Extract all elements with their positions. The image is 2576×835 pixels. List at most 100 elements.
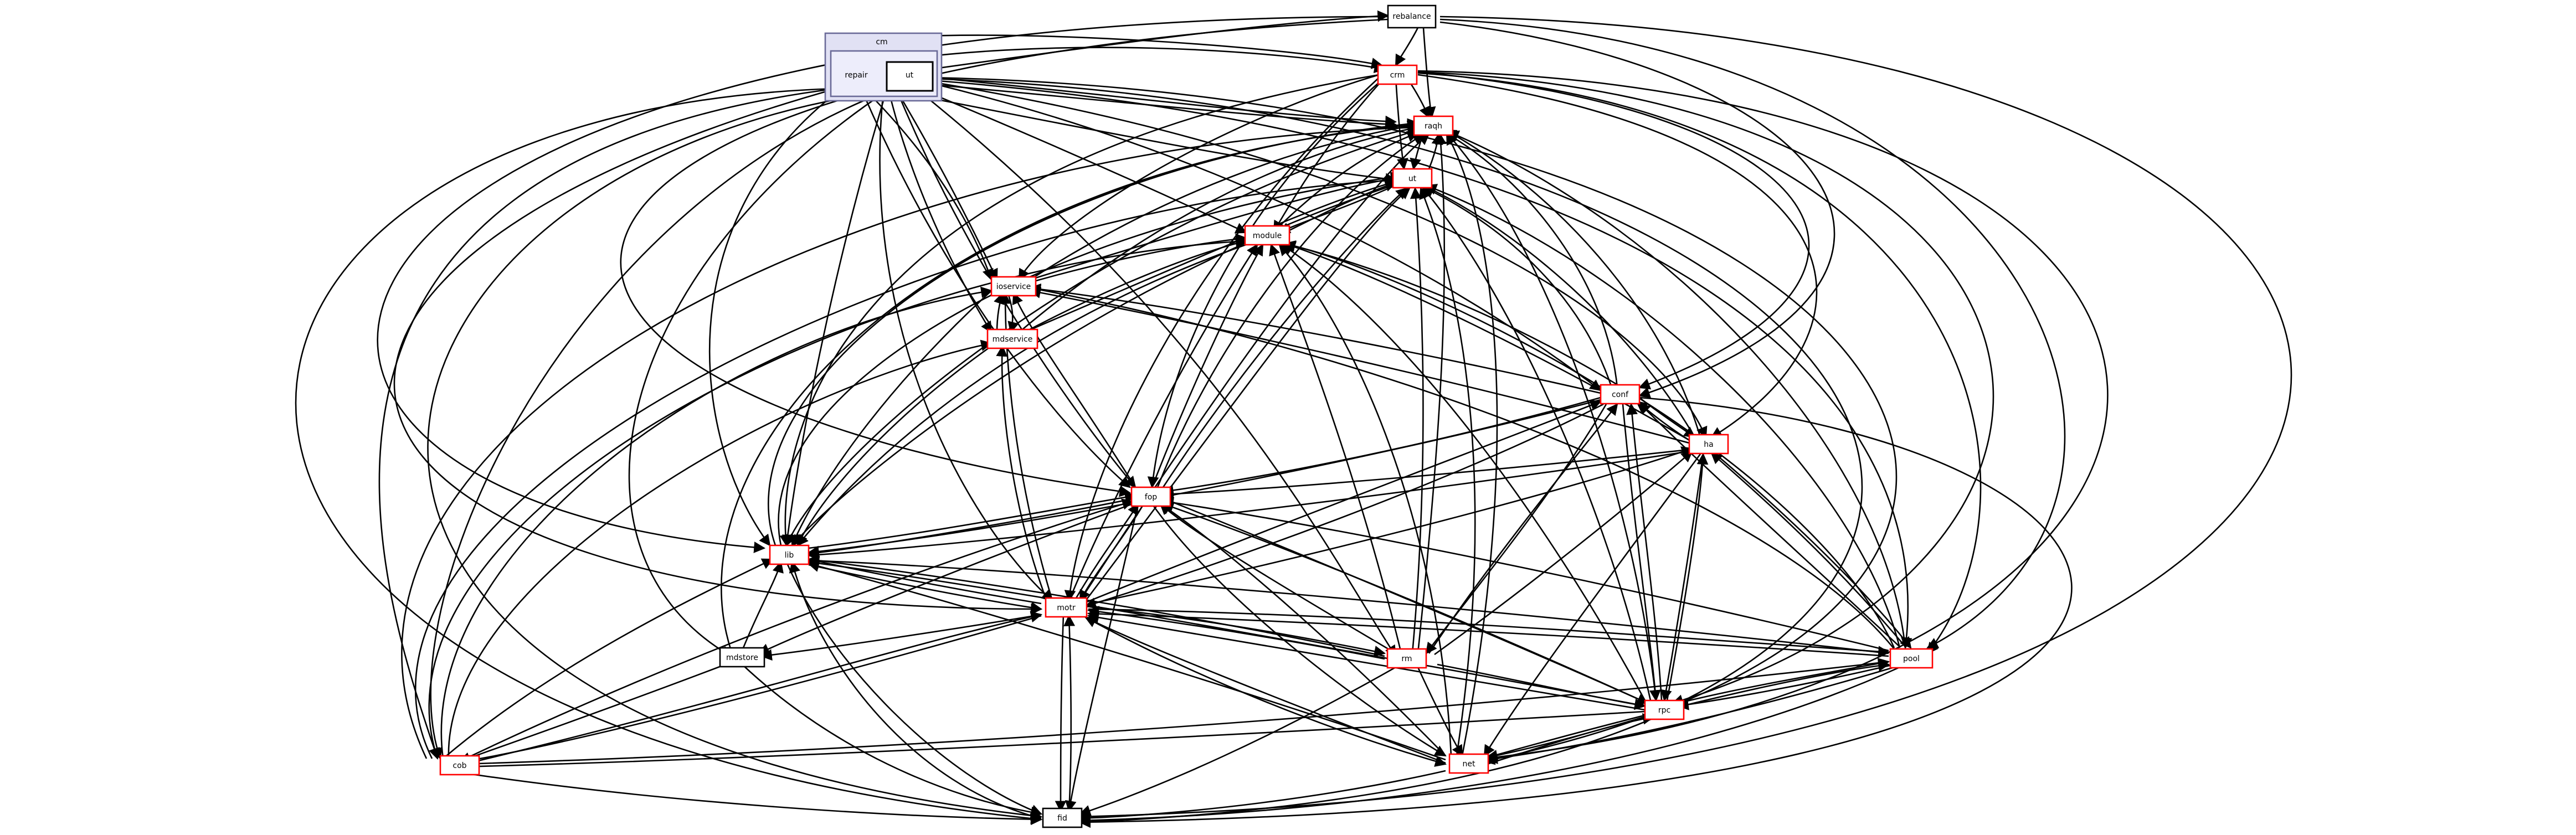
edge-cob-lib (443, 558, 774, 759)
node-lib[interactable] (769, 544, 810, 565)
node-fop-label: fop (1145, 493, 1157, 502)
edge-ha-rpc (1660, 453, 1704, 702)
edge-motr-mdservice (996, 344, 1048, 601)
edge-motr-ut (1084, 187, 1411, 601)
node-ioservice-label: ioservice (996, 282, 1031, 291)
edge-crm-net (1417, 70, 2109, 764)
edge-net-fop (1159, 503, 1446, 756)
edge-net-raqh (1446, 133, 1498, 756)
edge-lib-raqh (768, 118, 1420, 546)
edge-rpc-ha (1666, 452, 1709, 701)
edge-pool-ha (1710, 452, 1906, 647)
edge-conf-ut (1422, 186, 1613, 388)
edge-rm-ha (1434, 450, 1693, 656)
edge-rm-ut (1410, 187, 1424, 654)
node-raqh-label: raqh (1425, 122, 1442, 131)
edge-rpc-raqh (1446, 132, 1657, 701)
node-mdservice-label: mdservice (993, 335, 1033, 344)
edge-conf-rm (1425, 404, 1607, 654)
edge-cob-fop (459, 498, 1134, 762)
edge-mdstore-cob (459, 663, 726, 764)
node-net-label: net (1463, 760, 1475, 769)
edge-fop-mdstore (758, 503, 1133, 654)
edge-pool-module (1283, 240, 1895, 648)
edge-net-rpc (1487, 713, 1655, 765)
node-net[interactable] (1448, 753, 1489, 774)
node-module[interactable] (1244, 225, 1290, 246)
edge-mdstore-fid (742, 664, 1043, 818)
node-fid[interactable] (1042, 807, 1083, 828)
edge-crm-fop (1147, 77, 1385, 489)
edge-rebalance-fid (1078, 16, 2292, 822)
node-rm[interactable] (1386, 648, 1427, 669)
node-conf[interactable] (1600, 384, 1641, 405)
edge-rpc-motr (1087, 611, 1646, 711)
edge-ut-cob (430, 90, 887, 760)
edge-pool-lib (807, 555, 1889, 654)
node-rebalance[interactable] (1387, 4, 1437, 29)
edge-ut-module (919, 87, 1247, 234)
edge-mdservice-module (1019, 238, 1248, 336)
edge-conf-fop (1161, 396, 1601, 496)
edge-rpc-pool (1678, 658, 1890, 704)
edge-crm-conf (1417, 71, 1810, 390)
node-motr[interactable] (1045, 597, 1088, 618)
edge-ioservice-ut (1024, 173, 1403, 282)
node-crm[interactable] (1377, 64, 1418, 85)
node-fop[interactable] (1130, 486, 1171, 507)
edge-module-raqh (1273, 131, 1419, 232)
node-mdstore[interactable] (719, 647, 765, 668)
edge-ha-fop (1161, 449, 1690, 500)
edge-fid-motr (1063, 614, 1076, 812)
edge-cob-fid (459, 771, 1043, 826)
node-raqh[interactable] (1413, 115, 1454, 136)
edge-net-lib (807, 560, 1446, 761)
edge-repair-fid (295, 87, 1043, 824)
edge-module-ut (1284, 181, 1397, 234)
node-pool[interactable] (1889, 648, 1934, 669)
node-sns-ut[interactable] (886, 61, 934, 92)
node-rpc[interactable] (1644, 699, 1685, 720)
edge-mdstore-raqh (721, 120, 1420, 651)
node-mdservice[interactable] (986, 328, 1038, 349)
edge-rebalance-fop (620, 18, 1389, 497)
edge-net-fid (1078, 770, 1446, 824)
edge-cob-mdservice (448, 339, 993, 759)
node-cob-label: cob (453, 761, 466, 770)
edge-fop-lib (807, 497, 1136, 559)
edge-lib-fop (808, 491, 1137, 549)
edge-ut-pool (931, 79, 1912, 650)
edge-crm-ioservice (1018, 74, 1380, 281)
edge-ut-motr (879, 91, 1053, 602)
edge-crm-ha (1417, 74, 1818, 439)
node-pool-label: pool (1903, 654, 1920, 663)
edge-ut-ioservice (896, 91, 998, 281)
edge-pool-motr (1087, 608, 1889, 657)
edge-rebalance-pool (1439, 18, 2066, 649)
node-ut[interactable] (1392, 168, 1433, 189)
edge-motr-module (1068, 244, 1258, 601)
edge-cob-module (428, 235, 1248, 759)
edge-rm-lib (807, 555, 1385, 657)
node-sns-ut-label: ut (906, 71, 914, 80)
edge-rpc-fid (1078, 716, 1657, 828)
edge-rebalance-crm (1395, 27, 1419, 66)
edge-cob-ioservice (440, 286, 993, 759)
edge-ha-net (1483, 453, 1701, 757)
node-ioservice[interactable] (990, 276, 1037, 297)
node-ha[interactable] (1688, 434, 1729, 455)
edge-ut-lib (781, 91, 887, 547)
edge-rm-fid (1079, 666, 1396, 816)
edge-ut-conf (930, 82, 1602, 391)
nodes: rebalance crm raqh ut module ioservice m… (439, 4, 1934, 828)
edge-pool-net (1485, 666, 1895, 764)
edge-conf-lib (807, 399, 1601, 558)
edge-ut-rm (919, 90, 1397, 657)
edge-net-pool (1487, 660, 1890, 759)
edge-net-module (1278, 244, 1452, 756)
node-crm-label: crm (1390, 71, 1405, 80)
node-cob[interactable] (439, 755, 480, 776)
edge-net-motr (1084, 616, 1446, 764)
edge-repair-ut (852, 82, 1397, 185)
edge-repair-raqh (852, 76, 1397, 130)
